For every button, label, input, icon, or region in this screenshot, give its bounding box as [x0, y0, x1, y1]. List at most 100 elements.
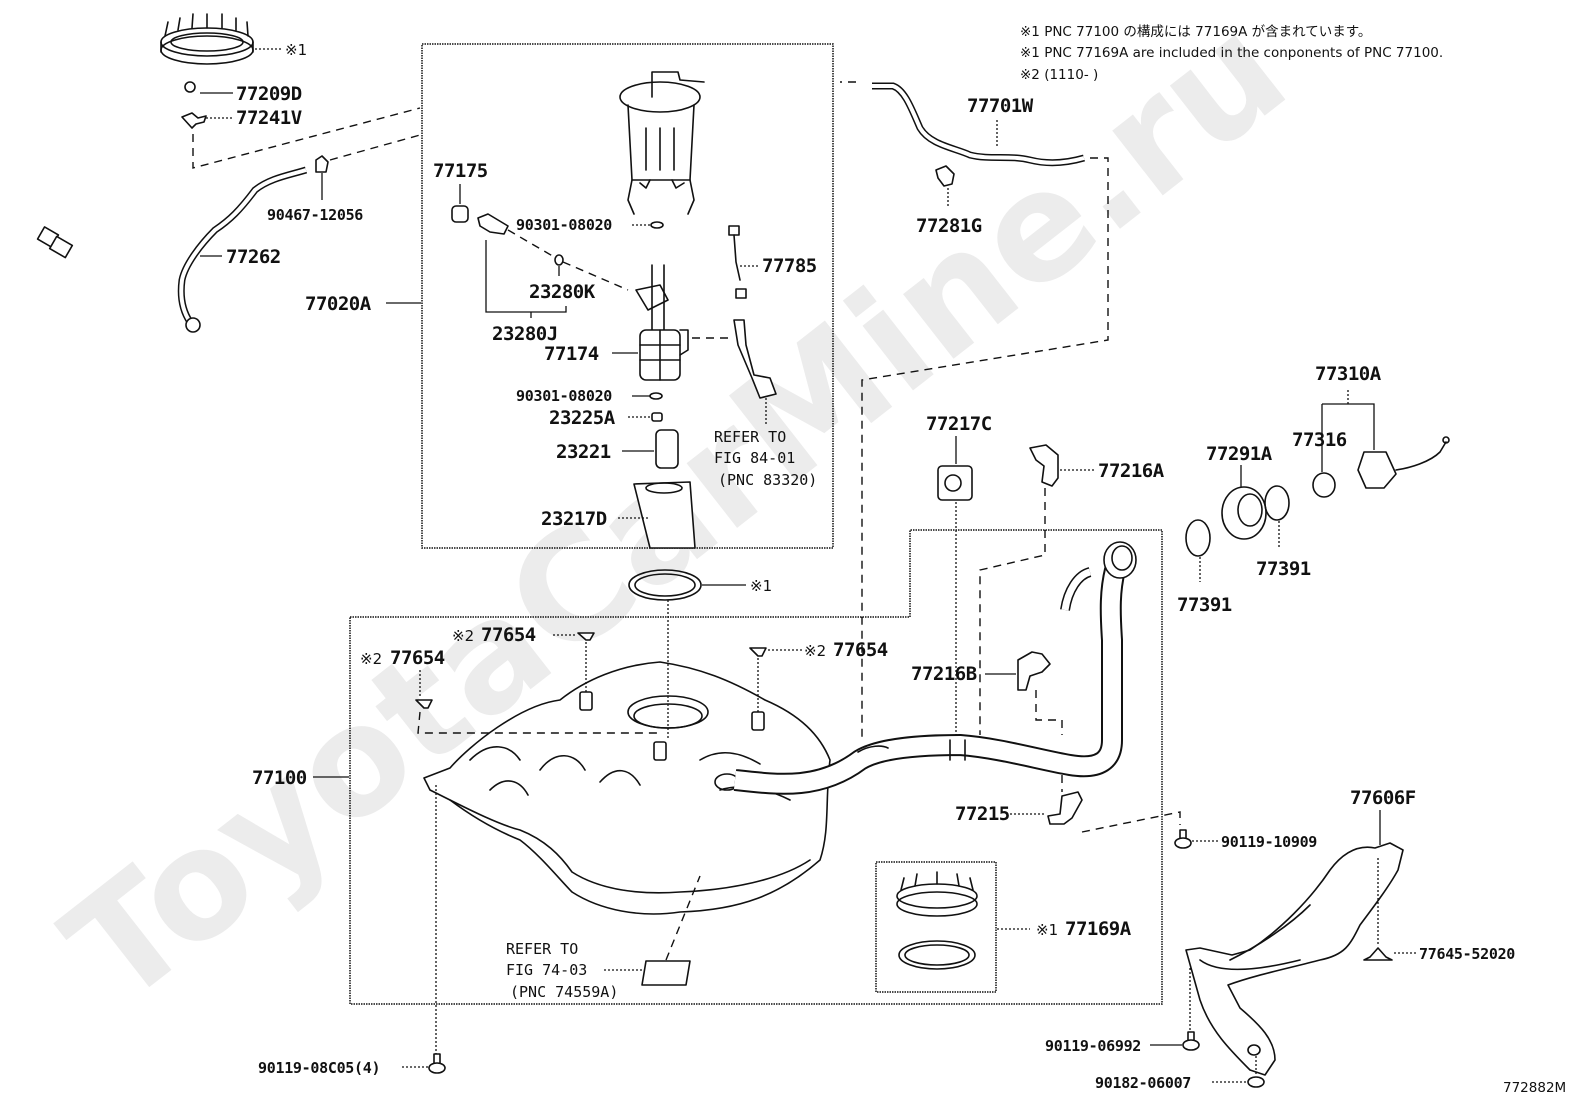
label-77654-c: 77654: [833, 639, 888, 661]
part-77785-wire: [728, 225, 747, 299]
box-77020A: [421, 43, 834, 549]
ref-fig-84-line1: REFER TO: [714, 428, 786, 446]
part-77216A: [1029, 444, 1059, 487]
filler-pipe: [733, 541, 1137, 795]
bolt-90119-08C05: [428, 1053, 446, 1074]
gasket-ring: [628, 569, 702, 601]
part-23280K: [554, 254, 564, 266]
label-77316: 77316: [1292, 429, 1347, 451]
label-77391-right: 77391: [1256, 558, 1311, 580]
part-77175: [451, 205, 469, 223]
label-77606F: 77606F: [1350, 787, 1416, 809]
part-77174-pump-filter: [635, 264, 689, 381]
tube-77209D: [36, 81, 196, 259]
box-77169A: [875, 861, 997, 993]
label-77217C: 77217C: [926, 413, 992, 435]
clip-77654-c: [749, 647, 767, 657]
label-77169A: 77169A: [1065, 918, 1132, 940]
label-77281G: 77281G: [916, 215, 982, 237]
label-77701W: 77701W: [967, 95, 1034, 117]
clip-77281G: [935, 165, 955, 187]
part-23225A: [651, 412, 663, 422]
label-23221: 23221: [556, 441, 611, 463]
note-line-3: ※2 (1110- ): [1020, 67, 1098, 83]
lock-ring-top-left: [160, 13, 254, 65]
note-line-2: ※1 PNC 77169A are included in the conpon…: [1020, 45, 1443, 61]
figure-id: 772882M: [1503, 1080, 1566, 1096]
label-77215: 77215: [955, 803, 1010, 825]
label-90467-12056: 90467-12056: [267, 206, 363, 224]
clamp-90467-12056: [315, 155, 329, 173]
label-90119-08C05: 90119-08C05(4): [258, 1059, 380, 1077]
nut-90182-06007: [1247, 1076, 1265, 1088]
pump-module-top: [619, 71, 705, 215]
label-77391-left: 77391: [1177, 594, 1232, 616]
part-23280J: [477, 213, 509, 235]
label-77209D: 77209D: [236, 83, 302, 105]
bolt-90119-06992: [1182, 1031, 1200, 1051]
ref-fig-84-line3: (PNC 83320): [718, 471, 817, 489]
fuel-cap-77310A: [1357, 436, 1450, 489]
ref1-mark-ring: ※1: [285, 41, 307, 59]
label-77216A: 77216A: [1098, 460, 1165, 482]
ref-fig-84-line2: FIG 84-01: [714, 449, 795, 467]
gasket-90301-08020-top: [650, 221, 664, 229]
label-77310A: 77310A: [1315, 363, 1382, 385]
ref1-mark-77169A: ※1: [1036, 921, 1058, 939]
label-90119-10909: 90119-10909: [1221, 833, 1317, 851]
box-77100: [349, 529, 1163, 1005]
label-77785: 77785: [762, 255, 817, 277]
part-23221: [655, 429, 679, 469]
label-77654-a: 77654: [481, 624, 536, 646]
label-23280K: 23280K: [529, 281, 596, 303]
label-77216B: 77216B: [911, 663, 977, 685]
bracket-77215: [1047, 791, 1083, 825]
label-23217D: 23217D: [541, 508, 607, 530]
part-77291A: [1221, 486, 1267, 540]
o-ring-77391-left: [1185, 519, 1211, 557]
clip-77654-a: [577, 632, 595, 641]
part-77217C: [937, 465, 973, 501]
gasket-90301-08020-bottom: [649, 392, 663, 400]
clip-77654-b: [415, 699, 433, 709]
label-77174: 77174: [544, 343, 599, 365]
note-line-1: ※1 PNC 77100 の構成には 77169A が含まれています。: [1020, 24, 1371, 40]
label-77241V: 77241V: [236, 107, 302, 129]
bracket-77216B: [1017, 651, 1051, 691]
hose-77701W: [872, 82, 1085, 167]
sender-gauge-arm: [733, 319, 777, 399]
label-77654-b: 77654: [390, 647, 445, 669]
label-90301-08020-top: 90301-08020: [516, 216, 612, 234]
fuel-tank-77100: [423, 661, 831, 915]
label-77645-52020: 77645-52020: [1419, 945, 1515, 963]
clip-77241V: [181, 112, 207, 129]
ref-fig-74-line1: REFER TO: [506, 940, 578, 958]
label-90182-06007: 90182-06007: [1095, 1074, 1191, 1092]
lock-ring-77169A: [896, 871, 978, 917]
label-90119-06992: 90119-06992: [1045, 1037, 1141, 1055]
header-notes: ※1 PNC 77100 の構成には 77169A が含まれています。 ※1 P…: [1020, 24, 1443, 83]
clip-77645-52020: [1363, 947, 1393, 961]
ref2-mark-c: ※2: [804, 642, 826, 660]
label-77020A: 77020A: [305, 293, 372, 315]
label-77175: 77175: [433, 160, 488, 182]
ref-fig-74-line3: (PNC 74559A): [510, 983, 618, 1001]
label-23225A: 23225A: [549, 407, 616, 429]
ref-fig-74-line2: FIG 74-03: [506, 961, 587, 979]
label-77100: 77100: [252, 767, 307, 789]
label-77262: 77262: [226, 246, 281, 268]
tube-77262: [177, 166, 308, 333]
ref1-mark-gasket: ※1: [750, 577, 772, 595]
o-ring-77391-right: [1264, 485, 1290, 521]
part-77316: [1312, 472, 1336, 498]
ref2-mark-a: ※2: [452, 627, 474, 645]
protector-77606F: [1185, 842, 1404, 1076]
label-23280J: 23280J: [492, 323, 558, 345]
ref2-mark-b: ※2: [360, 650, 382, 668]
label-plate: [641, 960, 691, 986]
bolt-90119-10909: [1174, 829, 1192, 849]
gasket-77169A: [898, 940, 976, 970]
label-90301-08020-bottom: 90301-08020: [516, 387, 612, 405]
label-77291A: 77291A: [1206, 443, 1273, 465]
